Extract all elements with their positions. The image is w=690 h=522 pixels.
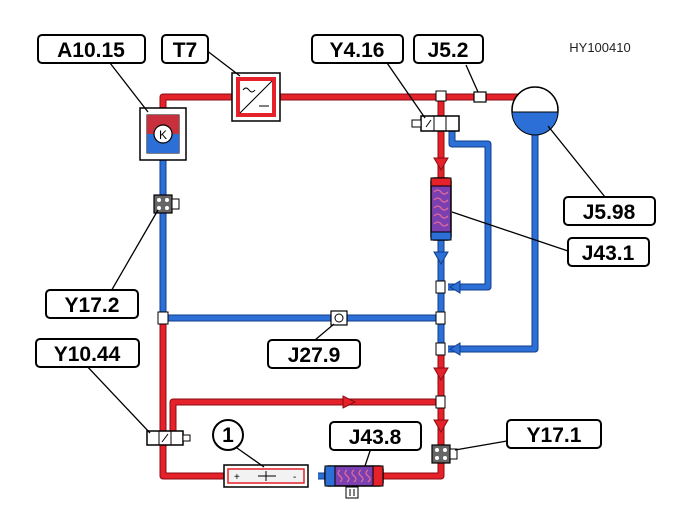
sensor-j27-9 xyxy=(330,310,348,326)
flow-arrow-down xyxy=(433,367,449,381)
heater-component: K xyxy=(139,107,187,161)
svg-text:T7: T7 xyxy=(173,39,198,62)
junction xyxy=(435,280,446,294)
junctions xyxy=(157,90,447,409)
junction xyxy=(435,90,447,102)
valve-y17-2 xyxy=(153,194,180,214)
flow-arrow-down xyxy=(433,157,449,171)
pipework xyxy=(157,90,539,480)
component-1: + - xyxy=(223,464,309,488)
label-y4-16: Y4.16 xyxy=(311,34,404,64)
label-j5-2: J5.2 xyxy=(413,34,484,64)
flow-arrow-left xyxy=(449,280,461,294)
flow-arrows xyxy=(342,157,461,433)
label-y17-1: Y17.1 xyxy=(506,419,602,449)
label-j43-1: J43.1 xyxy=(567,237,650,267)
svg-text:Y17.2: Y17.2 xyxy=(65,294,120,317)
junction xyxy=(435,395,446,409)
reservoir-component xyxy=(511,86,559,136)
label-j43-8: J43.8 xyxy=(329,421,422,451)
leader-lines xyxy=(83,49,606,468)
svg-text:Y4.16: Y4.16 xyxy=(330,39,385,62)
label-item-1: 1 xyxy=(212,419,244,451)
flow-arrow-right xyxy=(342,395,357,409)
svg-text:Y17.1: Y17.1 xyxy=(527,424,582,447)
heater-k-symbol: K xyxy=(159,128,167,142)
converter-component xyxy=(231,72,281,122)
valve-y4-16 xyxy=(411,115,460,132)
svg-text:A10.15: A10.15 xyxy=(57,39,125,62)
flow-arrow-left xyxy=(449,342,461,356)
label-t7: T7 xyxy=(161,34,209,64)
junction xyxy=(435,311,446,325)
valve-y10-44 xyxy=(146,430,191,446)
label-j27-9: J27.9 xyxy=(267,339,361,369)
sensor-j5-2 xyxy=(473,91,487,103)
label-a10-15: A10.15 xyxy=(37,34,146,64)
label-j5-98: J5.98 xyxy=(563,196,656,226)
valve-y17-1 xyxy=(431,444,458,464)
figure-reference: HY100410 xyxy=(569,40,630,55)
junction xyxy=(157,311,169,325)
svg-text:J5.2: J5.2 xyxy=(428,39,469,62)
heat-exchanger-j43-8 xyxy=(324,465,384,499)
svg-text:J5.98: J5.98 xyxy=(583,201,636,224)
svg-text:-: - xyxy=(293,472,296,483)
junction xyxy=(435,342,446,356)
flow-arrow-down xyxy=(433,419,449,433)
svg-text:+: + xyxy=(234,472,240,483)
svg-text:J43.1: J43.1 xyxy=(582,242,635,265)
label-y17-2: Y17.2 xyxy=(45,289,139,319)
heat-exchanger-j43-1 xyxy=(430,177,452,241)
svg-text:Y10.44: Y10.44 xyxy=(54,343,121,366)
label-y10-44: Y10.44 xyxy=(35,338,140,368)
flow-arrow-down xyxy=(433,251,449,265)
svg-text:J43.8: J43.8 xyxy=(349,426,402,449)
svg-text:J27.9: J27.9 xyxy=(288,344,341,367)
svg-text:1: 1 xyxy=(222,424,234,447)
